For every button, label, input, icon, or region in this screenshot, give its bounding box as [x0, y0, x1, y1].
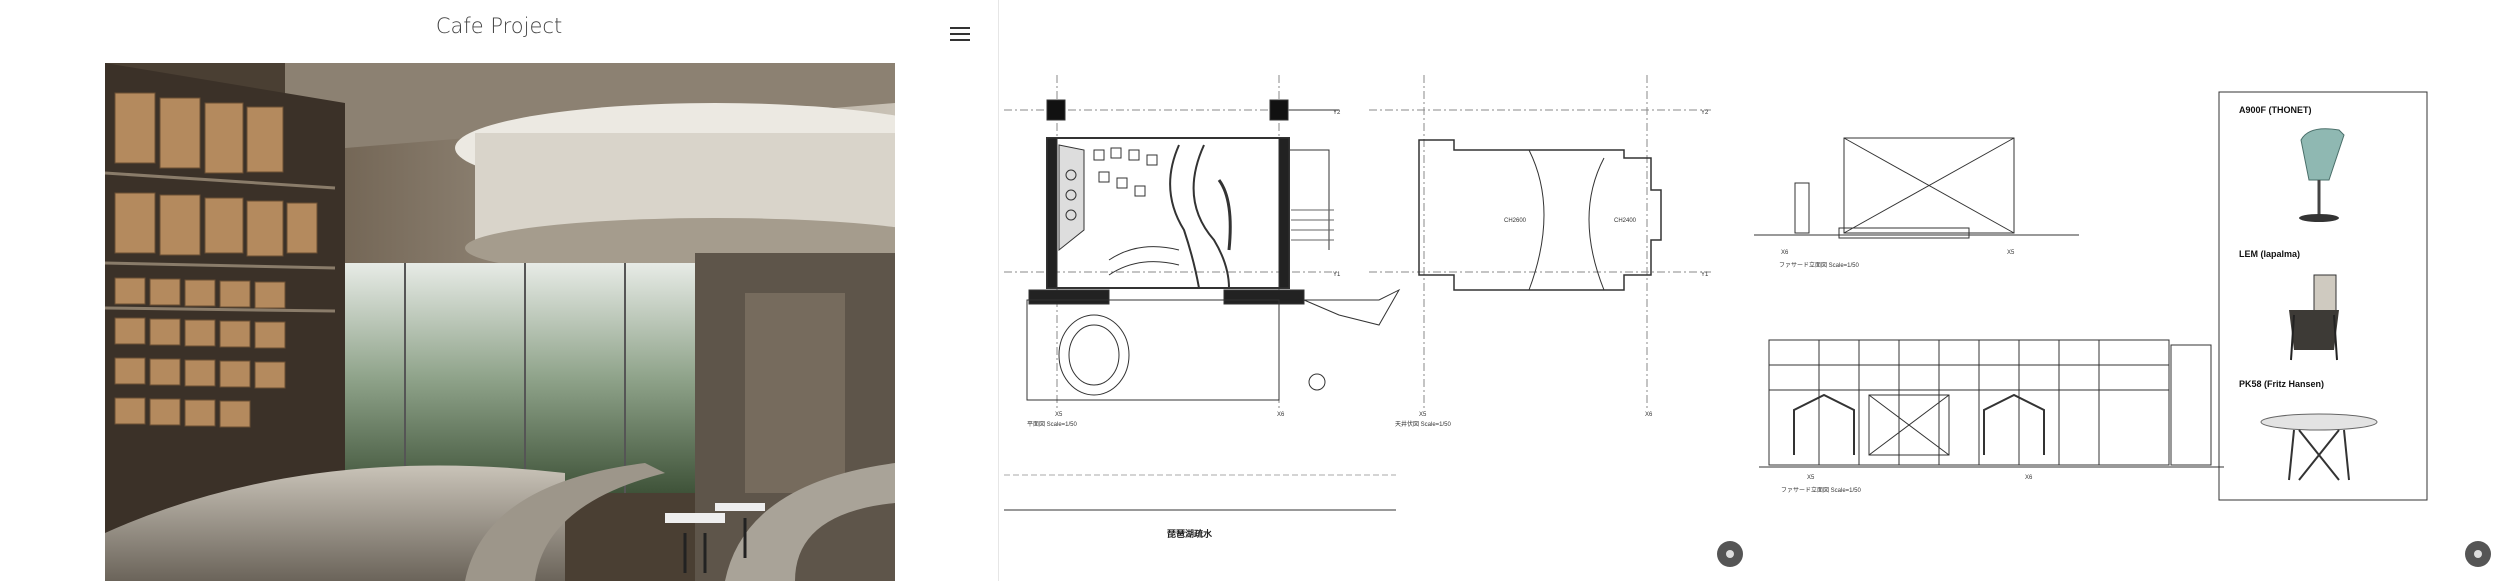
- panel-divider: [998, 0, 999, 581]
- facade-north-axis-x5: X5: [2007, 250, 2015, 256]
- floor-grid-y2: Y2: [1333, 110, 1341, 116]
- cafe-interior-photo: [105, 63, 895, 581]
- project-panel: Cafe Project: [0, 0, 998, 581]
- floor-plan-label: 平面図 Scale=1/50: [1027, 421, 1078, 428]
- ceiling-plan-label: 天井伏図 Scale=1/50: [1395, 420, 1452, 428]
- chair-lem-icon: [2289, 274, 2339, 361]
- page-title: Cafe Project: [435, 14, 563, 38]
- ceiling-note-a: CH2600: [1504, 218, 1527, 224]
- chair-a900f-icon: [2299, 128, 2345, 222]
- ceiling-axis-x5: X5: [1419, 412, 1427, 418]
- drawings-panel: X5 X6 Y2 Y1 平面図 Scale=1/50 X5 X6 Y2 Y1 C…: [999, 0, 2500, 581]
- canal-caption: 琵琶湖疏水: [1167, 528, 1213, 539]
- cafe-interior-illustration: [105, 63, 895, 581]
- facade-north-label: ファサード立面図 Scale=1/50: [1779, 261, 1860, 269]
- ceiling-note-b: CH2400: [1614, 218, 1637, 224]
- furniture-name-pk58: PK58 (Fritz Hansen): [2239, 379, 2324, 389]
- floor-axis-x5: X5: [1055, 412, 1063, 418]
- facade-south-axis-x5: X5: [1807, 475, 1815, 481]
- floor-grid-y1: Y1: [1333, 272, 1341, 278]
- architectural-drawings: X5 X6 Y2 Y1 平面図 Scale=1/50 X5 X6 Y2 Y1 C…: [1004, 75, 2428, 539]
- ceiling-grid-y1: Y1: [1701, 272, 1709, 278]
- furniture-name-lem: LEM (lapalma): [2239, 249, 2300, 259]
- ceiling-grid-y2: Y2: [1701, 110, 1709, 116]
- floor-axis-x6: X6: [1277, 412, 1285, 418]
- table-pk58-icon: [2260, 413, 2378, 481]
- scroll-indicator-button[interactable]: [1717, 541, 1743, 567]
- facade-north-axis-x6: X6: [1781, 250, 1789, 256]
- facade-south-label: ファサード立面図 Scale=1/50: [1781, 486, 1862, 494]
- scroll-indicator-button-2[interactable]: [2465, 541, 2491, 567]
- hamburger-menu-icon[interactable]: [950, 27, 970, 43]
- facade-south-axis-x6: X6: [2025, 475, 2033, 481]
- furniture-name-a900f: A900F (THONET): [2239, 105, 2312, 115]
- ceiling-axis-x6: X6: [1645, 412, 1653, 418]
